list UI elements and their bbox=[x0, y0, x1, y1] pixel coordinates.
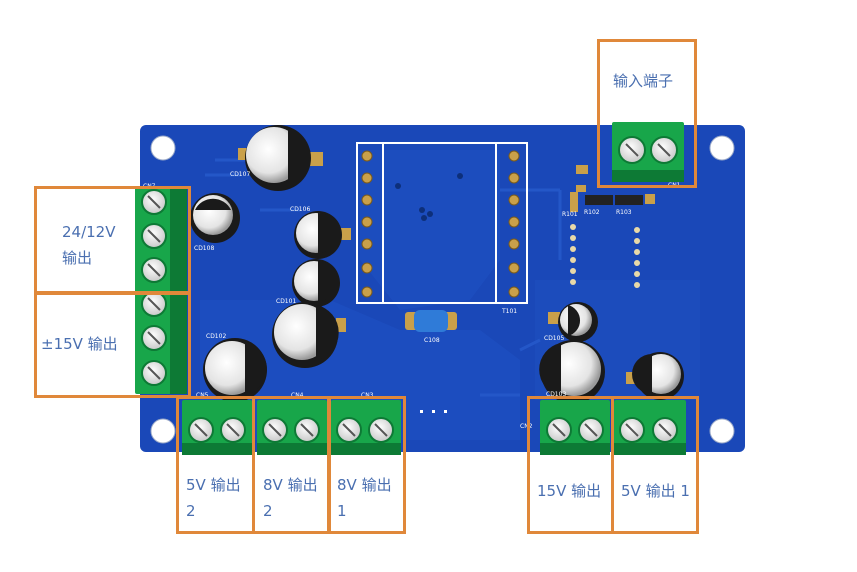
callout-box-5v-1 bbox=[611, 396, 699, 534]
r102-label: R102 bbox=[584, 209, 600, 216]
label-8v-output-2: 8V 输出 2 bbox=[263, 472, 318, 524]
callout-box-8v-1 bbox=[328, 396, 406, 534]
electrolytic-capacitor-icon bbox=[190, 125, 684, 404]
label-8v-1-line1: 8V 输出 bbox=[337, 476, 392, 494]
t101-label: T101 bbox=[501, 308, 517, 315]
cd106-label: CD106 bbox=[290, 206, 310, 213]
r101-label: R101 bbox=[562, 211, 578, 218]
cd108-label: CD108 bbox=[194, 245, 214, 252]
cn2-label: CN2 bbox=[520, 423, 533, 430]
capacitor-c108: C108 bbox=[405, 310, 457, 344]
label-5v-2-line1: 5V 输出 bbox=[186, 476, 241, 494]
label-5v-output-1: 5V 输出 1 bbox=[621, 482, 690, 500]
callout-box-input bbox=[597, 39, 697, 188]
c108-label: C108 bbox=[424, 337, 440, 344]
r103-label: R103 bbox=[616, 209, 632, 216]
label-5v-output-2: 5V 输出 2 bbox=[186, 472, 241, 524]
label-8v-2-line1: 8V 输出 bbox=[263, 476, 318, 494]
screw-terminal-icon bbox=[135, 122, 686, 455]
transformer-t101: T101 bbox=[356, 142, 528, 315]
cn3-label: CN3 bbox=[361, 392, 374, 399]
label-5v-2-line2: 2 bbox=[186, 502, 196, 520]
label-15v-output: 15V 输出 bbox=[537, 482, 602, 500]
cd103-label: CD103 bbox=[546, 391, 566, 398]
mounting-hole-icon bbox=[150, 135, 735, 444]
cn4-label: CN4 bbox=[291, 392, 304, 399]
cd105-label: CD105 bbox=[544, 335, 564, 342]
label-24-12v-output: 24/12V 输出 bbox=[62, 219, 116, 271]
smd-components: R101 R102 R103 bbox=[420, 165, 655, 413]
cn5-label: CN5 bbox=[196, 392, 209, 399]
label-8v-2-line2: 2 bbox=[263, 502, 273, 520]
cd102-label: CD102 bbox=[206, 333, 226, 340]
label-24-12v-line1: 24/12V bbox=[62, 223, 116, 241]
label-24-12v-line2: 输出 bbox=[62, 249, 93, 267]
cd101-label: CD101 bbox=[276, 298, 296, 305]
label-input-terminal: 输入端子 bbox=[613, 72, 674, 90]
label-8v-1-line2: 1 bbox=[337, 502, 347, 520]
label-8v-output-1: 8V 输出 1 bbox=[337, 472, 392, 524]
callout-box-15v bbox=[527, 396, 614, 534]
cd107-label: CD107 bbox=[230, 171, 250, 178]
callout-box-pm15v bbox=[34, 292, 191, 398]
label-pm15v-output: ±15V 输出 bbox=[41, 335, 118, 353]
